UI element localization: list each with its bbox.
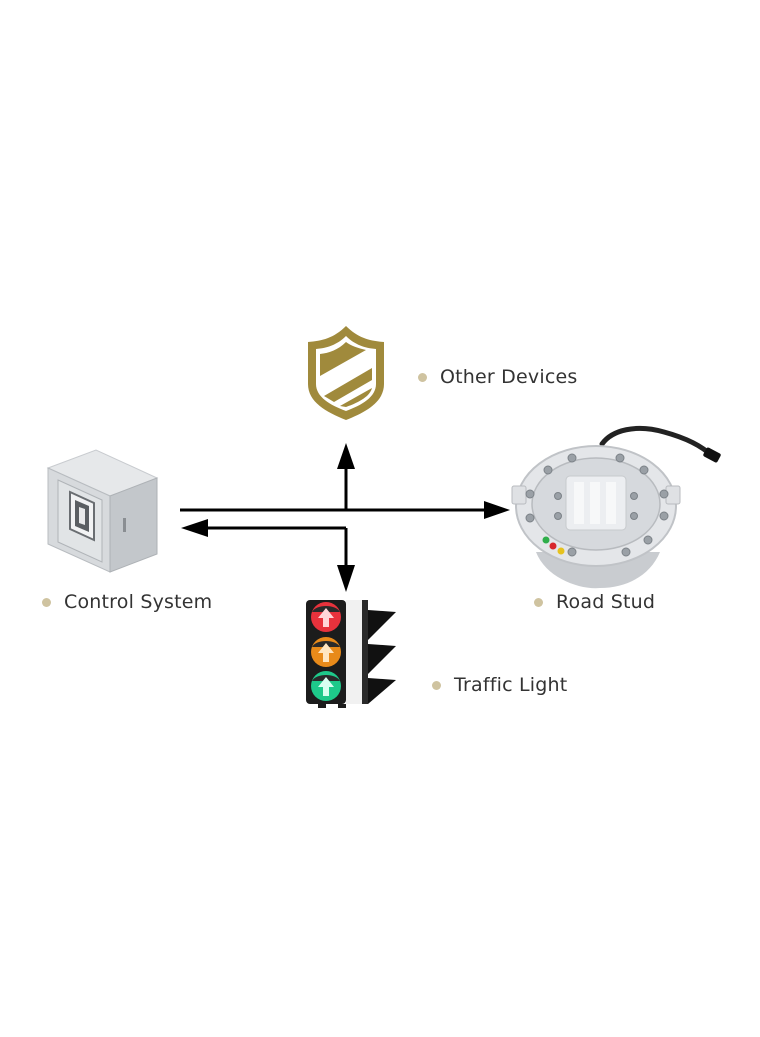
arrow-up-icon: [318, 677, 334, 696]
arrowhead-up: [337, 443, 355, 469]
arrow-up-icon: [318, 643, 334, 662]
label-other-devices: Other Devices: [418, 366, 577, 388]
bullet-icon: [42, 597, 51, 607]
arrow-up-icon: [318, 608, 334, 627]
traffic-light-icon: [306, 600, 396, 708]
shield-icon: [308, 326, 384, 420]
connector-arrows: [180, 468, 486, 566]
bullet-icon: [418, 372, 427, 382]
label-traffic-light: Traffic Light: [432, 674, 567, 696]
arrowhead-down: [337, 565, 355, 592]
label-control-system: Control System: [42, 591, 212, 613]
road-stud-icon: [511, 425, 721, 589]
label-road-stud: Road Stud: [534, 591, 655, 613]
bullet-icon: [432, 680, 441, 690]
bullet-icon: [534, 597, 543, 607]
control-system-text: Control System: [64, 591, 213, 613]
road-stud-text: Road Stud: [556, 591, 656, 613]
other-devices-text: Other Devices: [440, 366, 578, 388]
arrowhead-left: [181, 519, 208, 537]
arrowhead-right: [484, 501, 510, 519]
control-cabinet-icon: [46, 449, 159, 573]
traffic-light-text: Traffic Light: [454, 674, 568, 696]
